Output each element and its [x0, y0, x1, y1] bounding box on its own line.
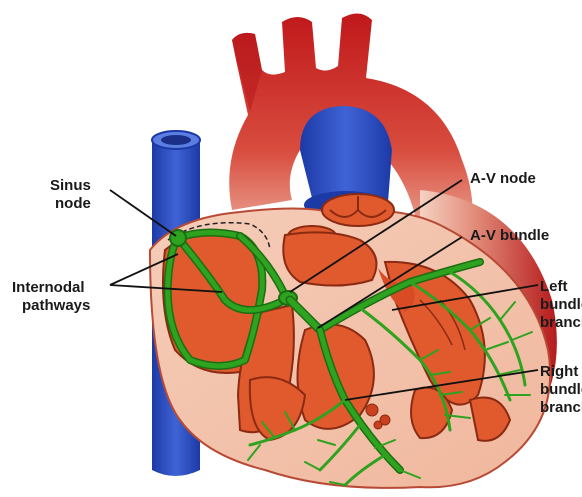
av-node-label: A-V node	[470, 170, 536, 187]
right-bundle-branch-label: Right bundle branch	[540, 363, 582, 416]
left-atrium	[283, 232, 376, 285]
aortic-valve	[322, 194, 394, 226]
left-bundle-branch-label: Left bundle branch	[540, 278, 582, 331]
sinus-node-label: Sinus node	[50, 177, 95, 212]
internodal-pathways-label: Internodal pathways	[12, 279, 90, 314]
av-bundle-label: A-V bundle	[470, 227, 549, 244]
